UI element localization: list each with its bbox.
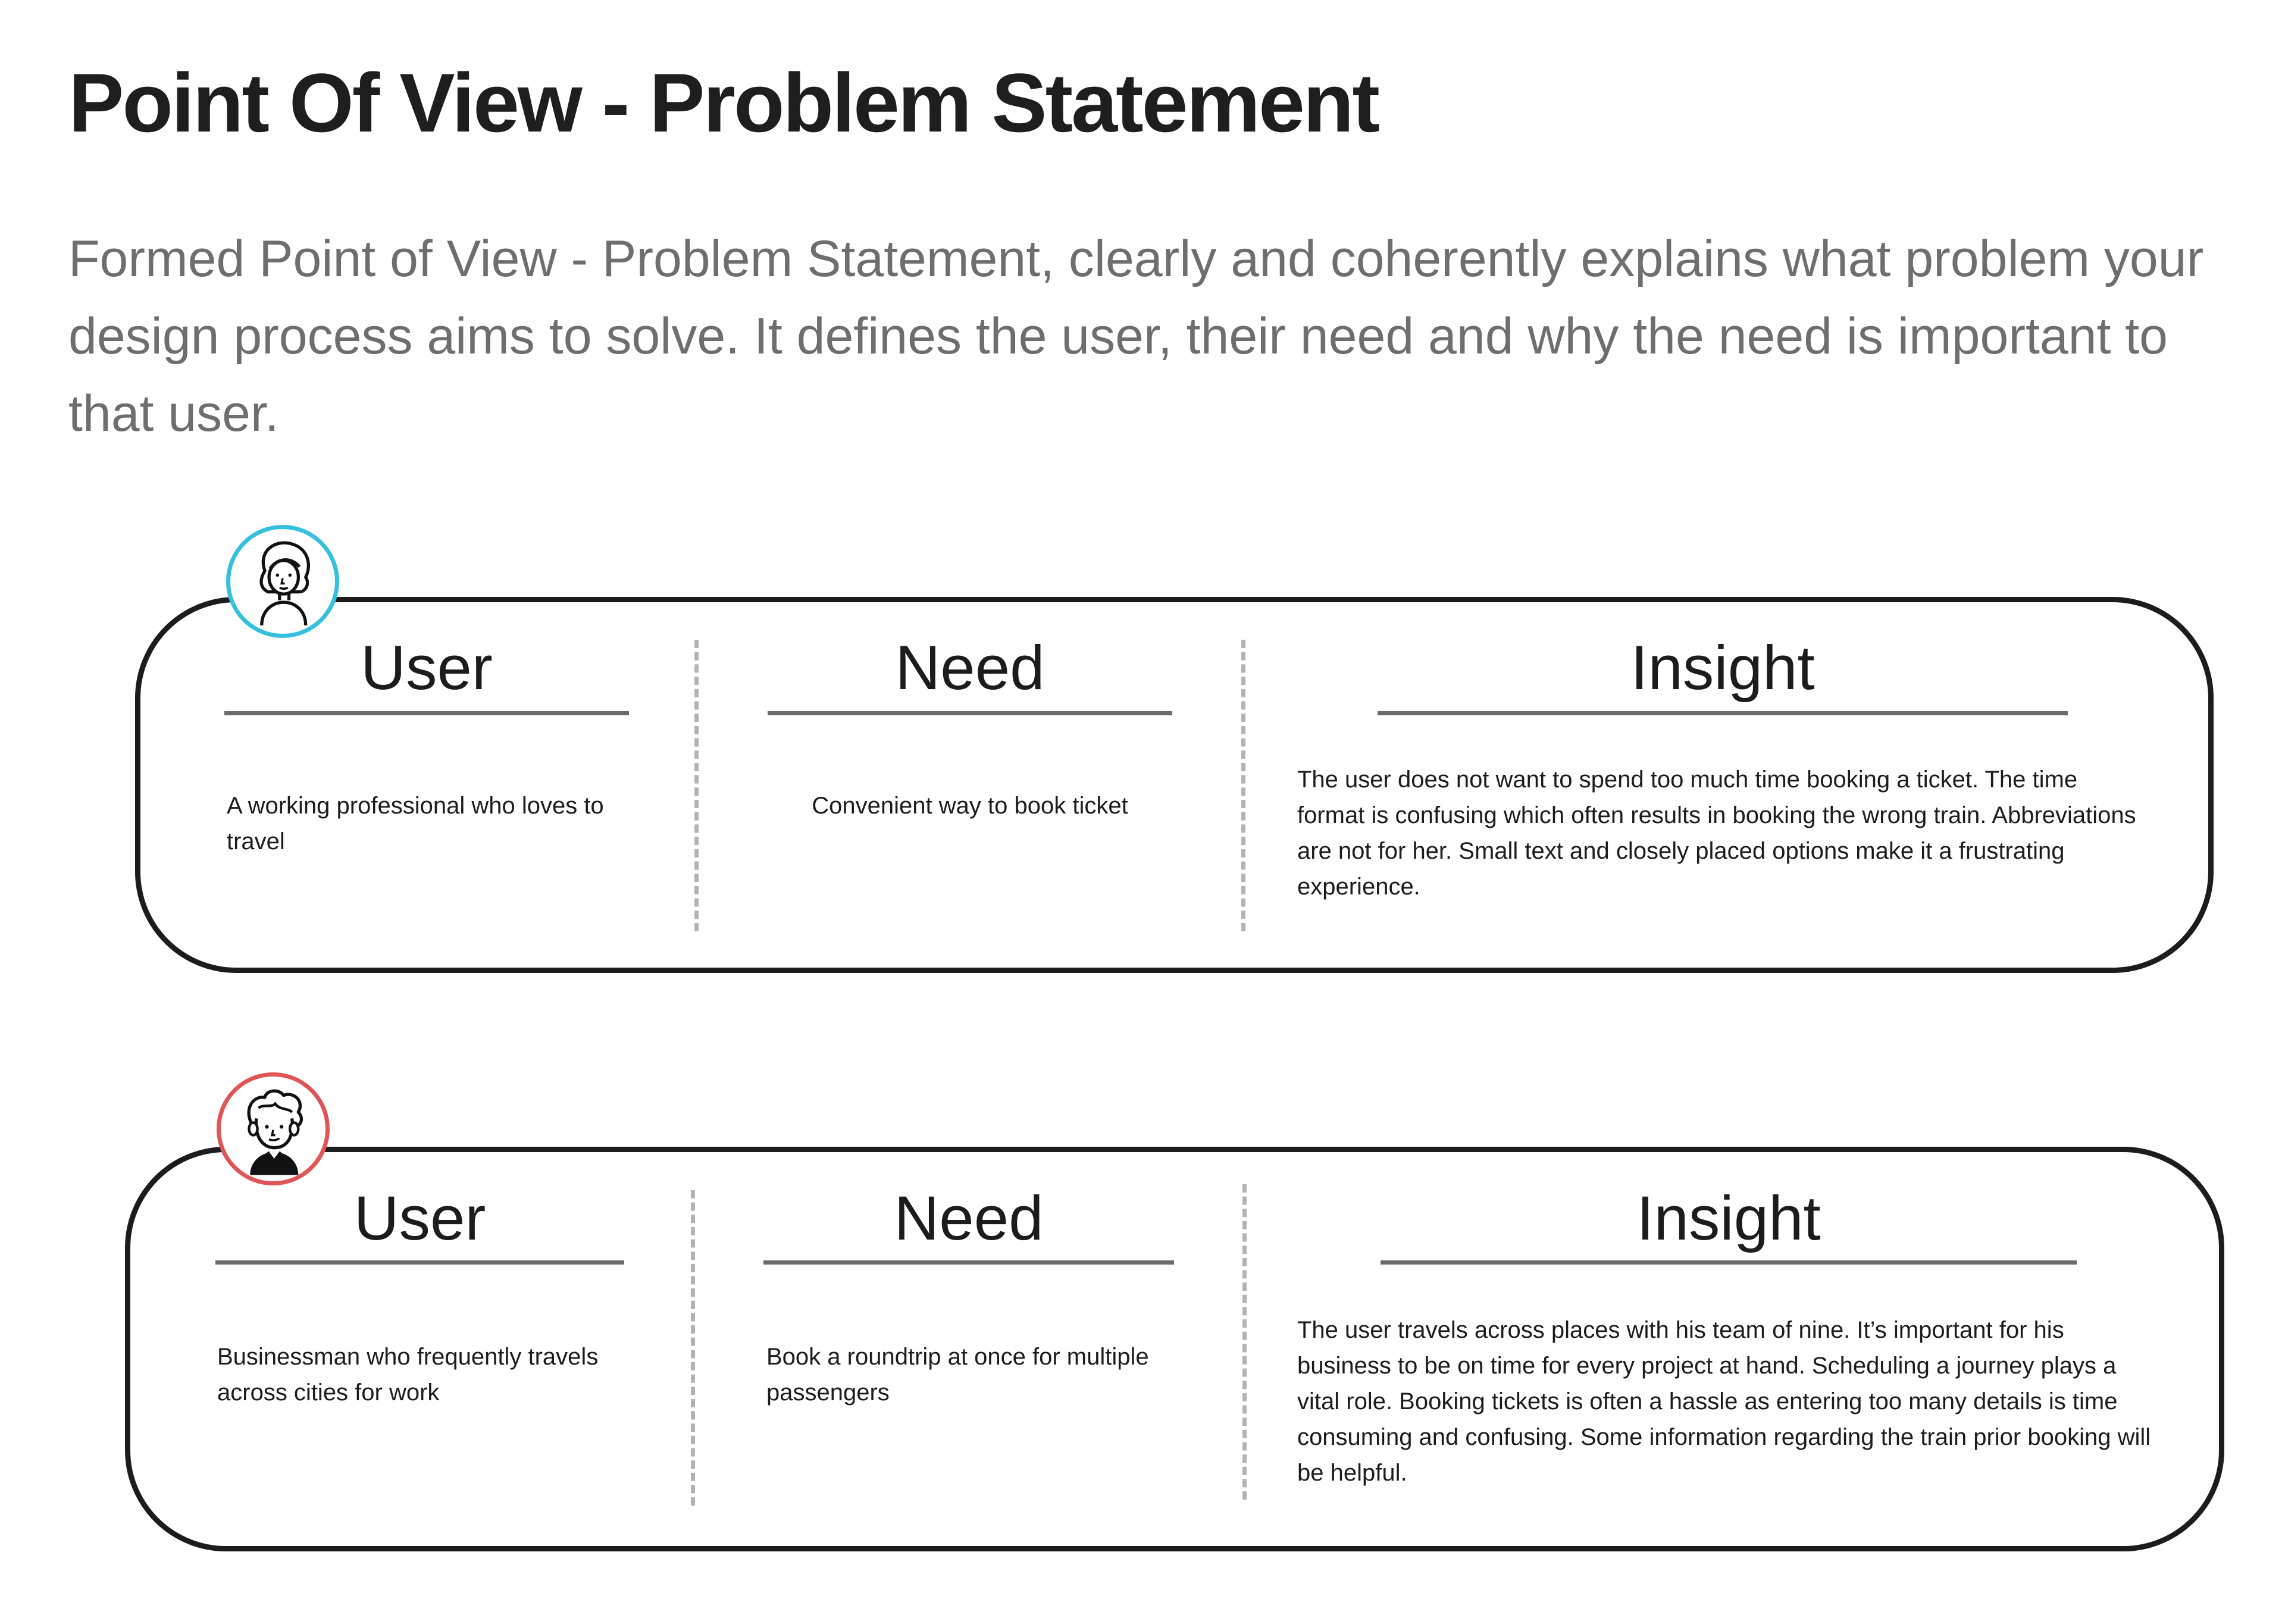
need-description: Book a roundtrip at once for multiple pa… (766, 1344, 1149, 1406)
user-description: A working professional who loves to trav… (227, 793, 604, 855)
need-heading-underline (763, 1260, 1174, 1265)
insight-heading: Insight (1630, 633, 1815, 703)
insight-heading-underline (1381, 1260, 2077, 1265)
column-divider (1242, 1184, 1247, 1500)
insight-heading: Insight (1636, 1184, 1821, 1253)
column-divider (691, 1190, 695, 1506)
insight-description: The user does not want to spend too much… (1297, 766, 2136, 900)
column-divider (1241, 640, 1245, 931)
woman-avatar-icon (226, 525, 339, 638)
man-avatar-icon (217, 1072, 330, 1185)
need-heading: Need (895, 633, 1045, 703)
insight-description: The user travels across places with his … (1297, 1317, 2151, 1486)
page-description: Formed Point of View - Problem Statement… (68, 230, 2204, 442)
page-title: Point Of View - Problem Statement (68, 56, 1380, 149)
insight-heading-underline (1378, 711, 2068, 715)
pov-card-1 (135, 597, 2214, 973)
column-divider (694, 640, 699, 931)
user-heading-underline (224, 711, 629, 715)
user-description: Businessman who frequently travels acros… (217, 1344, 599, 1406)
user-heading: User (353, 1184, 486, 1253)
need-heading: Need (894, 1184, 1044, 1253)
pov-card-2 (125, 1147, 2224, 1551)
user-heading: User (361, 633, 493, 703)
need-description: Convenient way to book ticket (812, 793, 1128, 819)
user-heading-underline (215, 1260, 624, 1265)
need-heading-underline (768, 711, 1172, 715)
